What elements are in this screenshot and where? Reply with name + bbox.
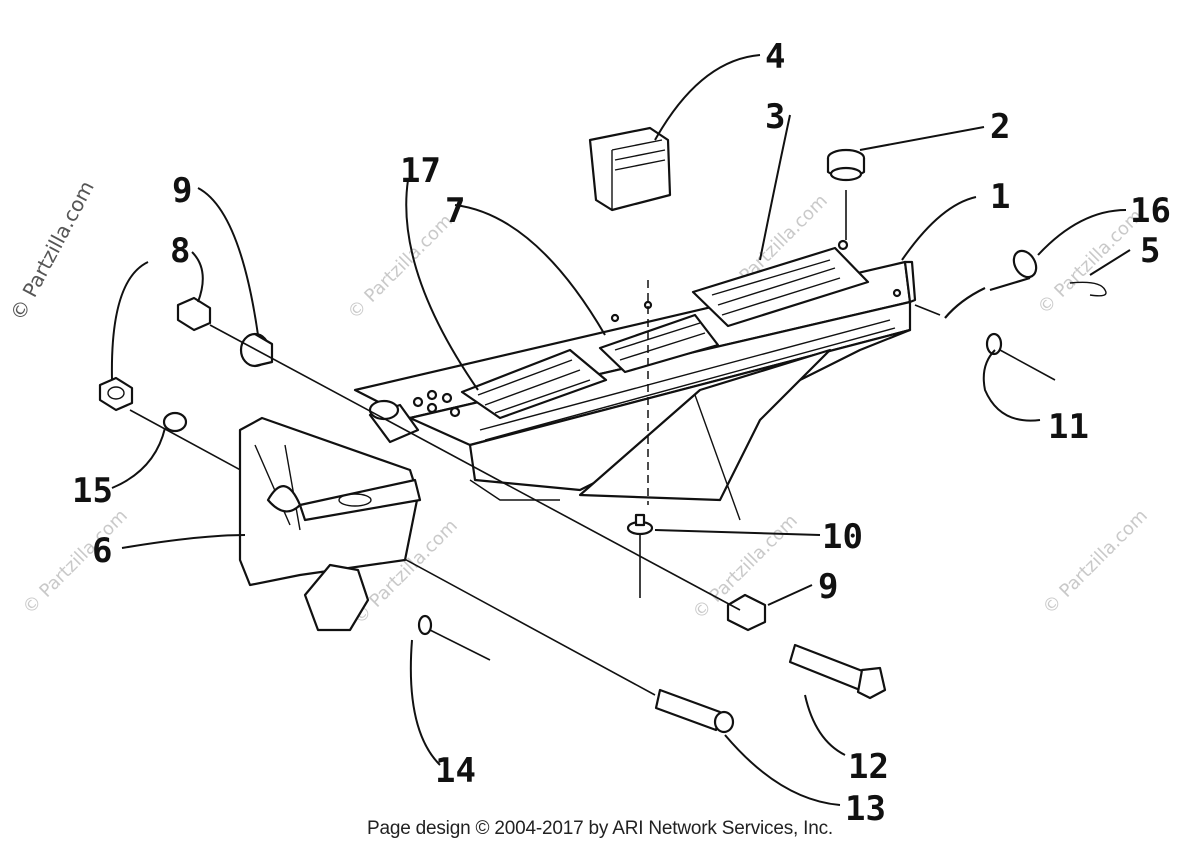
callout-12: 12 (848, 747, 889, 787)
callout-3: 3 (765, 97, 785, 137)
callout-7: 7 (445, 191, 465, 231)
bolt-part-13 (654, 688, 735, 734)
callout-13: 13 (845, 789, 886, 829)
callout-16: 16 (1130, 191, 1171, 231)
bracket-part (238, 416, 422, 587)
callout-11: 11 (1048, 407, 1089, 447)
callout-14: 14 (435, 751, 476, 791)
callout-2: 2 (990, 107, 1010, 147)
callout-1: 1 (990, 177, 1010, 217)
cable-part (1069, 281, 1107, 297)
decal-label-17 (460, 348, 608, 420)
decal-label-3 (691, 246, 870, 328)
nut-part-8b (176, 296, 212, 332)
stud-part (626, 513, 654, 598)
cable-loop-part (944, 249, 1038, 319)
grommet-part (826, 148, 866, 182)
rivet-part-11 (985, 332, 1056, 381)
washer-part-15 (162, 411, 188, 433)
callout-6: 6 (92, 531, 112, 571)
watermark-tile: © Partzilla.com (1039, 505, 1152, 618)
clip-part (588, 126, 672, 212)
flat-plate-part (303, 563, 370, 632)
nut-part-8 (98, 376, 134, 412)
callout-4: 4 (765, 37, 785, 77)
copyright-footer: Page design © 2004-2017 by ARI Network S… (367, 818, 833, 839)
watermark-vertical: © Partzilla.com (5, 177, 99, 325)
leader-lines (110, 54, 1131, 806)
rivets (412, 239, 902, 418)
bolt-part-12 (788, 643, 887, 700)
callout-17: 17 (400, 151, 441, 191)
callout-9-lower: 9 (818, 567, 838, 607)
watermark-tile: © Partzilla.com (344, 210, 457, 323)
bushing-part-9b (726, 593, 767, 632)
callout-9-upper: 9 (172, 171, 192, 211)
callout-5: 5 (1140, 231, 1160, 271)
main-housing-part (353, 239, 917, 521)
watermark-tile: © Partzilla.com (19, 505, 132, 618)
callout-8: 8 (170, 231, 190, 271)
callout-10: 10 (822, 517, 863, 557)
rivet-part-14 (417, 614, 491, 661)
callout-15: 15 (72, 471, 113, 511)
decal-label-7 (598, 313, 720, 374)
